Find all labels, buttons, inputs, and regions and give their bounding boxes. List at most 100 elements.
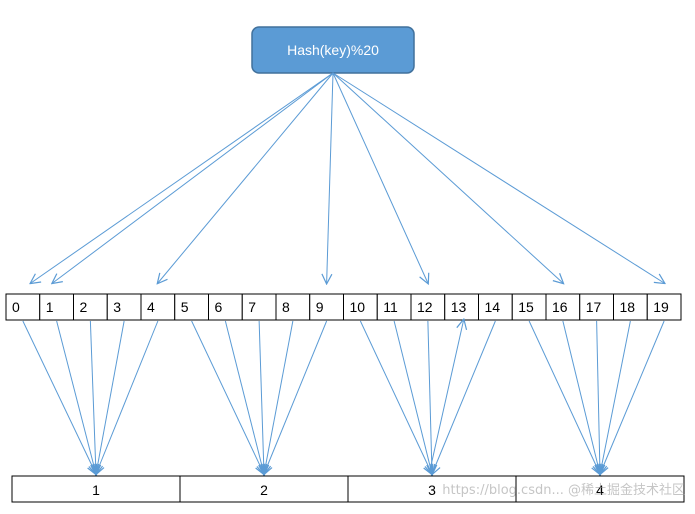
slot-label: 17 bbox=[586, 299, 602, 315]
partition-arrow bbox=[600, 320, 631, 474]
slot-cell: 7 bbox=[241, 293, 277, 321]
hash-arrows bbox=[31, 72, 664, 283]
slot-cell: 10 bbox=[343, 293, 378, 321]
hash-function-label: Hash(key)%20 bbox=[287, 42, 379, 58]
slot-label: 1 bbox=[46, 299, 54, 315]
partition-cell: 3 bbox=[347, 475, 517, 503]
partition-label: 1 bbox=[92, 482, 100, 498]
partition-cell: 2 bbox=[179, 475, 349, 503]
slot-label: 13 bbox=[451, 299, 467, 315]
partition-arrow bbox=[259, 320, 264, 474]
slot-label: 8 bbox=[282, 299, 290, 315]
hash-arrow bbox=[332, 72, 563, 283]
partition-arrow bbox=[428, 320, 432, 474]
partition-arrow bbox=[429, 320, 464, 471]
partition-cell: 4 bbox=[515, 475, 685, 503]
slot-cell: 9 bbox=[309, 293, 344, 321]
slot-box bbox=[613, 293, 648, 321]
partition-arrows bbox=[22, 320, 665, 474]
partition-label: 3 bbox=[428, 482, 436, 498]
slot-cell: 0 bbox=[5, 293, 41, 321]
slot-label: 12 bbox=[417, 299, 433, 315]
slot-cell: 15 bbox=[511, 293, 547, 321]
partition-arrow bbox=[96, 320, 159, 474]
hash-function-node: Hash(key)%20 bbox=[251, 26, 415, 74]
partition-arrow bbox=[56, 320, 96, 474]
slot-cell: 17 bbox=[579, 293, 614, 321]
partition-arrow bbox=[264, 320, 294, 474]
slot-label: 6 bbox=[215, 299, 223, 315]
partition-label: 4 bbox=[596, 482, 604, 498]
slot-cell: 16 bbox=[545, 293, 581, 321]
slot-label: 10 bbox=[350, 299, 366, 315]
partition-arrow bbox=[432, 320, 496, 474]
slot-cell: 6 bbox=[208, 293, 243, 321]
slot-box bbox=[5, 293, 41, 321]
partition-box bbox=[11, 475, 181, 503]
hash-arrow bbox=[332, 72, 664, 283]
slot-label: 19 bbox=[653, 299, 669, 315]
slot-label: 14 bbox=[485, 299, 501, 315]
partition-box bbox=[179, 475, 349, 503]
slot-cell: 19 bbox=[646, 293, 682, 321]
slot-box bbox=[343, 293, 378, 321]
slot-box bbox=[309, 293, 344, 321]
slot-cell: 2 bbox=[73, 293, 108, 321]
partition-arrow bbox=[528, 320, 600, 474]
partition-arrow bbox=[89, 320, 96, 474]
hash-arrow bbox=[332, 72, 428, 283]
slot-box bbox=[73, 293, 108, 321]
slot-label: 16 bbox=[552, 299, 568, 315]
hash-arrow bbox=[53, 72, 334, 283]
slot-label: 0 bbox=[12, 299, 20, 315]
slot-cell: 14 bbox=[478, 293, 513, 321]
slot-label: 7 bbox=[248, 299, 256, 315]
partition-arrow bbox=[22, 320, 96, 474]
partition-arrow bbox=[562, 320, 600, 474]
slot-cell: 3 bbox=[106, 293, 142, 321]
slot-cell: 12 bbox=[410, 293, 446, 321]
partition-arrow bbox=[96, 320, 125, 474]
slot-label: 4 bbox=[147, 299, 155, 315]
partition-box bbox=[515, 475, 685, 503]
slot-box bbox=[376, 293, 412, 321]
slot-box bbox=[39, 293, 74, 321]
slot-cell: 4 bbox=[140, 293, 176, 321]
partition-arrow bbox=[264, 320, 328, 474]
slot-cell: 8 bbox=[275, 293, 311, 321]
partition-arrow bbox=[597, 320, 600, 474]
slot-label: 5 bbox=[181, 299, 189, 315]
slot-box bbox=[174, 293, 209, 321]
slot-cell: 5 bbox=[174, 293, 209, 321]
slot-box bbox=[275, 293, 311, 321]
slot-box bbox=[646, 293, 682, 321]
slot-label: 15 bbox=[518, 299, 534, 315]
slot-cell: 18 bbox=[613, 293, 648, 321]
slot-box bbox=[444, 293, 479, 321]
partition-arrow bbox=[224, 320, 264, 474]
partition-arrow bbox=[191, 320, 264, 474]
hash-arrow bbox=[327, 72, 334, 283]
slot-cell: 13 bbox=[444, 293, 479, 321]
slot-box bbox=[511, 293, 547, 321]
slot-box bbox=[106, 293, 142, 321]
partition-row: 1 2 3 4 bbox=[11, 475, 685, 503]
slot-cell: 1 bbox=[39, 293, 74, 321]
slot-label: 11 bbox=[383, 299, 398, 315]
slot-label: 9 bbox=[316, 299, 324, 315]
slot-label: 18 bbox=[620, 299, 636, 315]
partition-cell: 1 bbox=[11, 475, 181, 503]
slot-box bbox=[545, 293, 581, 321]
partition-arrow bbox=[359, 320, 432, 474]
slot-box bbox=[579, 293, 614, 321]
slot-box bbox=[410, 293, 446, 321]
partition-box bbox=[347, 475, 517, 503]
hash-arrow bbox=[31, 72, 334, 283]
slot-box bbox=[140, 293, 176, 321]
hash-arrow bbox=[158, 72, 334, 283]
partition-label: 2 bbox=[260, 482, 268, 498]
slot-box bbox=[478, 293, 513, 321]
slot-box bbox=[241, 293, 277, 321]
